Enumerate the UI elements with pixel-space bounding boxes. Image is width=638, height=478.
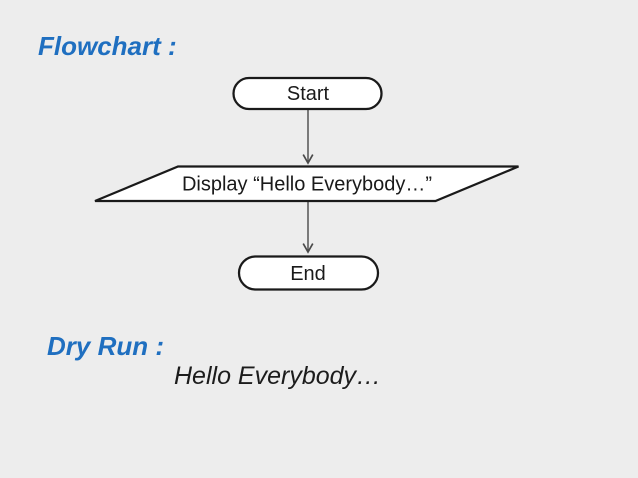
flowchart-heading: Flowchart :: [38, 31, 177, 61]
dry-run-output: Hello Everybody…: [174, 362, 382, 390]
dry-run-heading: Dry Run :: [47, 331, 164, 361]
start-node-label: Start: [287, 83, 330, 105]
start-node: [232, 76, 383, 111]
end-node: [237, 255, 380, 291]
end-node-label: End: [290, 263, 326, 285]
display-node-label: Display “Hello Everybody…”: [182, 174, 432, 196]
display-node: [94, 165, 519, 203]
